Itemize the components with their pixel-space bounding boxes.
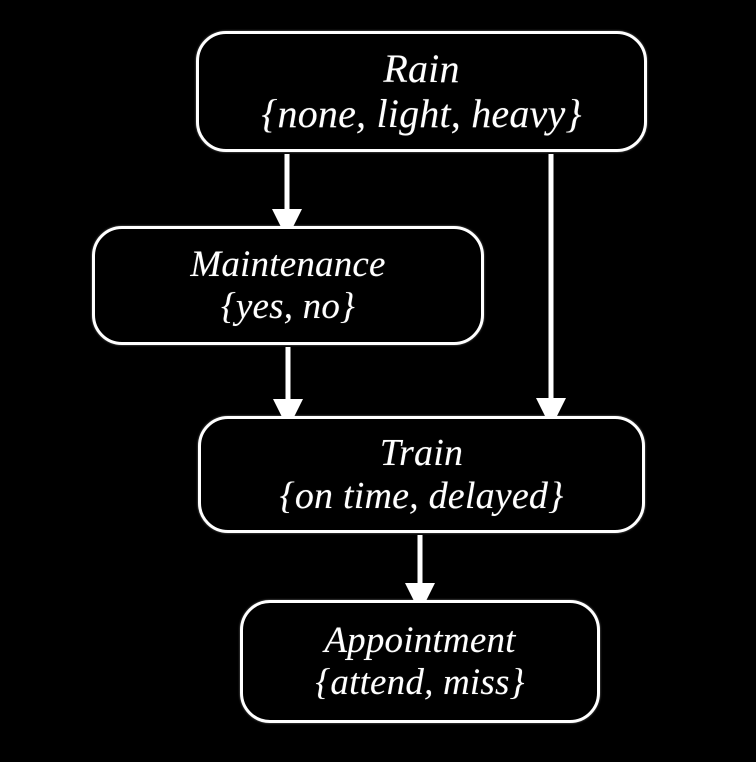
node-train-label: Train (379, 431, 464, 474)
node-maintenance[interactable]: Maintenance {yes, no} (92, 226, 484, 345)
node-rain-states: {none, light, heavy} (261, 90, 582, 136)
node-maintenance-states: {yes, no} (220, 285, 356, 327)
node-train-states: {on time, delayed} (279, 474, 564, 517)
node-appointment-label: Appointment (324, 620, 516, 662)
node-rain[interactable]: Rain {none, light, heavy} (196, 31, 647, 152)
node-appointment[interactable]: Appointment {attend, miss} (240, 600, 600, 723)
node-train[interactable]: Train {on time, delayed} (198, 416, 645, 533)
node-maintenance-label: Maintenance (190, 244, 386, 286)
node-appointment-states: {attend, miss} (315, 661, 525, 703)
node-rain-label: Rain (383, 45, 460, 91)
